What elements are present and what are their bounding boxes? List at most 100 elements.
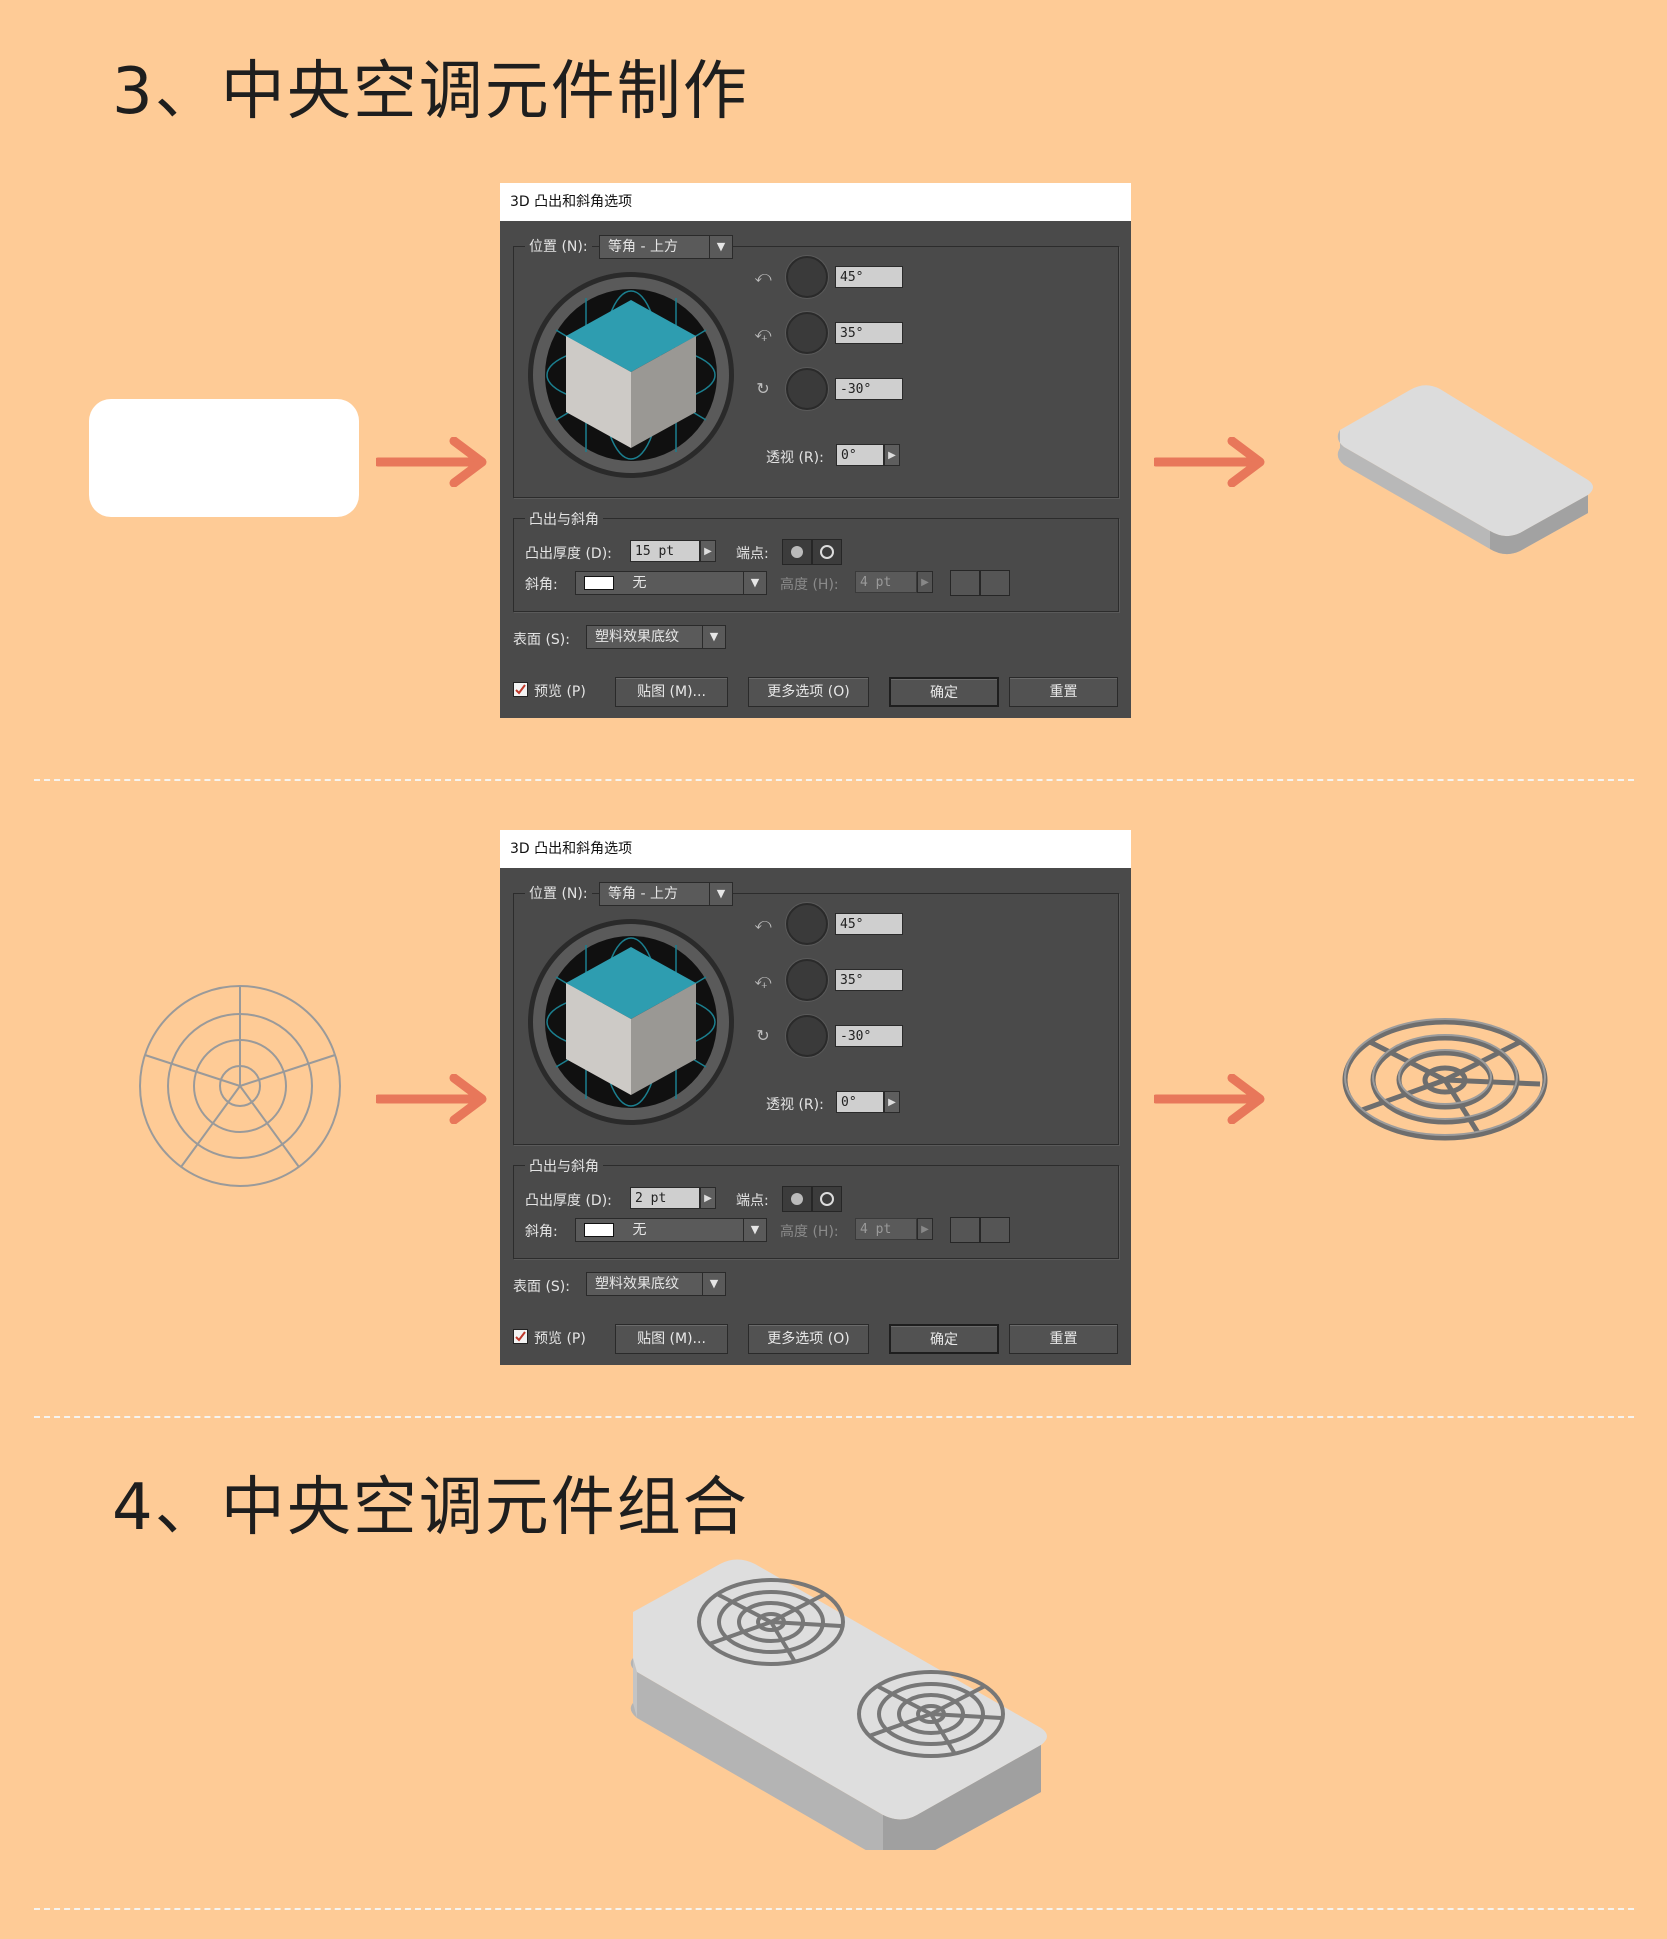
checkmark-icon [515,684,526,695]
rotate-x-field[interactable]: 45° [835,913,903,935]
position-group [513,246,1119,498]
rotate-x-dial[interactable] [786,903,828,945]
bevel-value: 无 [632,575,647,591]
preview-checkbox[interactable] [513,1329,528,1344]
cap-on-icon[interactable] [782,1186,812,1212]
arrow-right-icon [376,1074,487,1124]
cap-label: 端点: [736,546,769,562]
bevel-in-icon[interactable] [950,1217,980,1243]
chevron-down-icon: ▼ [702,1273,725,1295]
track-cube-preview[interactable] [526,917,736,1127]
surface-dropdown[interactable]: 塑料效果底纹 ▼ [586,1272,726,1296]
bevel-dropdown[interactable]: 无 ▼ [575,1218,767,1242]
rotate-y-field[interactable]: 35° [835,969,903,991]
bevel-out-icon[interactable] [980,1217,1010,1243]
extrude-depth-spin-button[interactable]: ▶ [700,1187,716,1209]
position-dropdown[interactable]: 等角 - 上方 ▼ [599,235,733,259]
rotate-y-field[interactable]: 35° [835,322,903,344]
height-spin-button[interactable]: ▶ [917,1218,933,1240]
cap-label: 端点: [736,1193,769,1209]
section-divider [34,1416,1634,1418]
chevron-down-icon: ▼ [743,572,766,594]
preview-label: 预览 (P) [534,1331,586,1347]
arrow-right-icon [376,437,487,487]
more-options-button[interactable]: 更多选项 (O) [748,677,869,707]
section-divider [34,1908,1634,1910]
reset-button[interactable]: 重置 [1009,1324,1118,1354]
rotate-y-icon: ⤽ [754,323,772,342]
rotate-x-icon: ⤺ [754,914,772,933]
position-dropdown[interactable]: 等角 - 上方 ▼ [599,882,733,906]
cap-on-icon[interactable] [782,539,812,565]
extruded-slab-3d [1337,385,1593,555]
rotate-z-dial[interactable] [786,1015,828,1057]
height-field[interactable]: 4 pt [855,1218,917,1240]
surface-label: 表面 (S): [513,632,570,648]
rotate-x-field[interactable]: 45° [835,266,903,288]
height-field[interactable]: 4 pt [855,571,917,593]
section-heading-4: 4、中央空调元件组合 [112,1471,749,1545]
more-options-button[interactable]: 更多选项 (O) [748,1324,869,1354]
position-group [513,893,1119,1145]
perspective-spin-button[interactable]: ▶ [884,444,900,466]
height-label: 高度 (H): [780,1224,839,1240]
map-button[interactable]: 贴图 (M)... [615,677,728,707]
arrow-right-icon [1154,437,1265,487]
reset-button[interactable]: 重置 [1009,677,1118,707]
perspective-field[interactable]: 0° [836,444,884,466]
perspective-label: 透视 (R): [766,1097,824,1113]
rotate-x-dial[interactable] [786,256,828,298]
extrude-depth-spin-button[interactable]: ▶ [700,540,716,562]
arrow-right-icon [1154,1074,1265,1124]
section-heading-3: 3、中央空调元件制作 [112,55,749,129]
bevel-label: 斜角: [525,1224,558,1240]
extrude-group [513,518,1119,612]
track-cube-preview[interactable] [526,270,736,480]
extruded-grille-3d [1342,1018,1548,1141]
extrude-depth-field[interactable]: 2 pt [630,1187,700,1209]
preview-label: 预览 (P) [534,684,586,700]
dialog-title: 3D 凸出和斜角选项 [500,183,1131,221]
rotate-z-field[interactable]: -30° [835,1025,903,1047]
chevron-down-icon: ▼ [743,1219,766,1241]
dialog-title: 3D 凸出和斜角选项 [500,830,1131,868]
position-value: 等角 - 上方 [608,239,678,255]
rotate-z-field[interactable]: -30° [835,378,903,400]
rotate-y-dial[interactable] [786,312,828,354]
bevel-dropdown[interactable]: 无 ▼ [575,571,767,595]
ok-button[interactable]: 确定 [889,677,999,707]
checkmark-icon [515,1331,526,1342]
extrude-bevel-dialog: 3D 凸出和斜角选项 位置 (N): 等角 - 上方 ▼ ⤺ 45° ⤽ 35°… [500,830,1131,1365]
bevel-label: 斜角: [525,577,558,593]
perspective-field[interactable]: 0° [836,1091,884,1113]
map-button[interactable]: 贴图 (M)... [615,1324,728,1354]
rotate-z-dial[interactable] [786,368,828,410]
rotate-y-dial[interactable] [786,959,828,1001]
bevel-swatch [584,1223,614,1237]
preview-checkbox[interactable] [513,682,528,697]
chevron-down-icon: ▼ [702,626,725,648]
height-spin-button[interactable]: ▶ [917,571,933,593]
surface-dropdown[interactable]: 塑料效果底纹 ▼ [586,625,726,649]
height-label: 高度 (H): [780,577,839,593]
perspective-label: 透视 (R): [766,450,824,466]
surface-label: 表面 (S): [513,1279,570,1295]
bevel-value: 无 [632,1222,647,1238]
ok-button[interactable]: 确定 [889,1324,999,1354]
cap-off-icon[interactable] [812,539,842,565]
position-label: 位置 (N): [525,883,592,903]
chevron-down-icon: ▼ [709,236,732,258]
assembled-ac-unit-3d [630,1559,1047,1850]
cap-off-icon[interactable] [812,1186,842,1212]
extrude-depth-field[interactable]: 15 pt [630,540,700,562]
perspective-spin-button[interactable]: ▶ [884,1091,900,1113]
extrude-group [513,1165,1119,1259]
extrude-depth-label: 凸出厚度 (D): [525,546,612,562]
bevel-out-icon[interactable] [980,570,1010,596]
rotate-z-icon: ↻ [756,1026,770,1045]
flat-grille-circle [139,985,341,1187]
bevel-swatch [584,576,614,590]
chevron-down-icon: ▼ [709,883,732,905]
bevel-in-icon[interactable] [950,570,980,596]
extrude-bevel-dialog: 3D 凸出和斜角选项 位置 (N): 等角 - 上方 ▼ ⤺ 45° ⤽ 35°… [500,183,1131,718]
